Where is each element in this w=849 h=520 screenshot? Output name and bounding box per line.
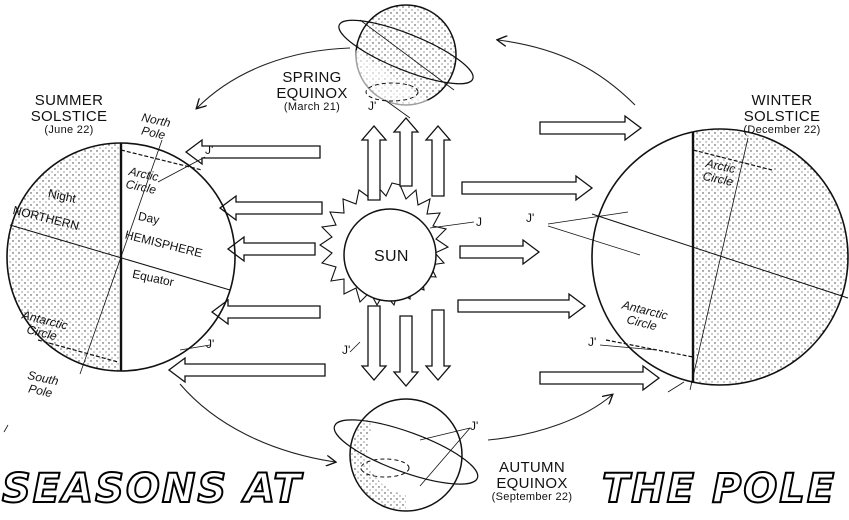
arrow-left-5 (169, 358, 325, 382)
ray-marker-jprime-spring: J' (368, 100, 376, 113)
spring-equinox-title: SPRING EQUINOX (March 21) (262, 70, 362, 113)
banner-left: SEASONS AT (2, 466, 303, 512)
arrow-right-5 (540, 366, 659, 390)
arrow-left-3 (228, 237, 315, 261)
ray-marker-jprime-sun-left: J' (342, 344, 350, 357)
ray-marker-jprime-autumn: J' (470, 420, 478, 433)
summer-north-pole-label: North Pole (138, 111, 172, 142)
arrow-up-1 (362, 126, 386, 200)
arrow-up-3 (426, 126, 450, 196)
arrow-right-3 (460, 240, 539, 264)
orbit-arc-autumn-to-winter (488, 395, 612, 440)
ray-marker-jprime-winter-top: J' (526, 212, 534, 225)
sun (320, 183, 448, 305)
arrow-down-1 (362, 306, 386, 380)
orbit-arc-winter-to-spring (498, 40, 635, 105)
winter-globe (548, 129, 848, 392)
arrow-left-4 (212, 300, 320, 324)
arrow-right-2 (462, 176, 592, 200)
ray-marker-jprime-summer-top: J' (205, 144, 213, 157)
orbit-arc-summer-to-autumn (180, 384, 335, 462)
winter-solstice-title: WINTER SOLSTICE (December 22) (716, 93, 848, 136)
arrow-right-1 (540, 116, 641, 140)
ray-marker-jprime-winter-bottom: J' (588, 336, 596, 349)
arrow-down-2 (394, 316, 418, 386)
ray-marker-jprime-summer-bottom: J' (206, 338, 214, 351)
sun-label: SUN (374, 249, 409, 266)
arrow-right-4 (458, 294, 585, 318)
arrow-left-2 (220, 196, 322, 220)
arrow-up-2 (394, 118, 418, 186)
banner-right: THE POLE (602, 466, 836, 512)
winter-antarctic-line (606, 340, 693, 357)
summer-solstice-title: SUMMER SOLSTICE (June 22) (24, 93, 114, 136)
summer-arctic-label: Arctic Circle (125, 165, 160, 196)
autumn-globe (328, 399, 485, 511)
ray-marker-j-sun: J (476, 216, 482, 229)
winter-arctic-label: Arctic Circle (702, 157, 737, 188)
arrow-down-3 (426, 310, 450, 380)
autumn-equinox-title: AUTUMN EQUINOX (September 22) (476, 460, 588, 503)
